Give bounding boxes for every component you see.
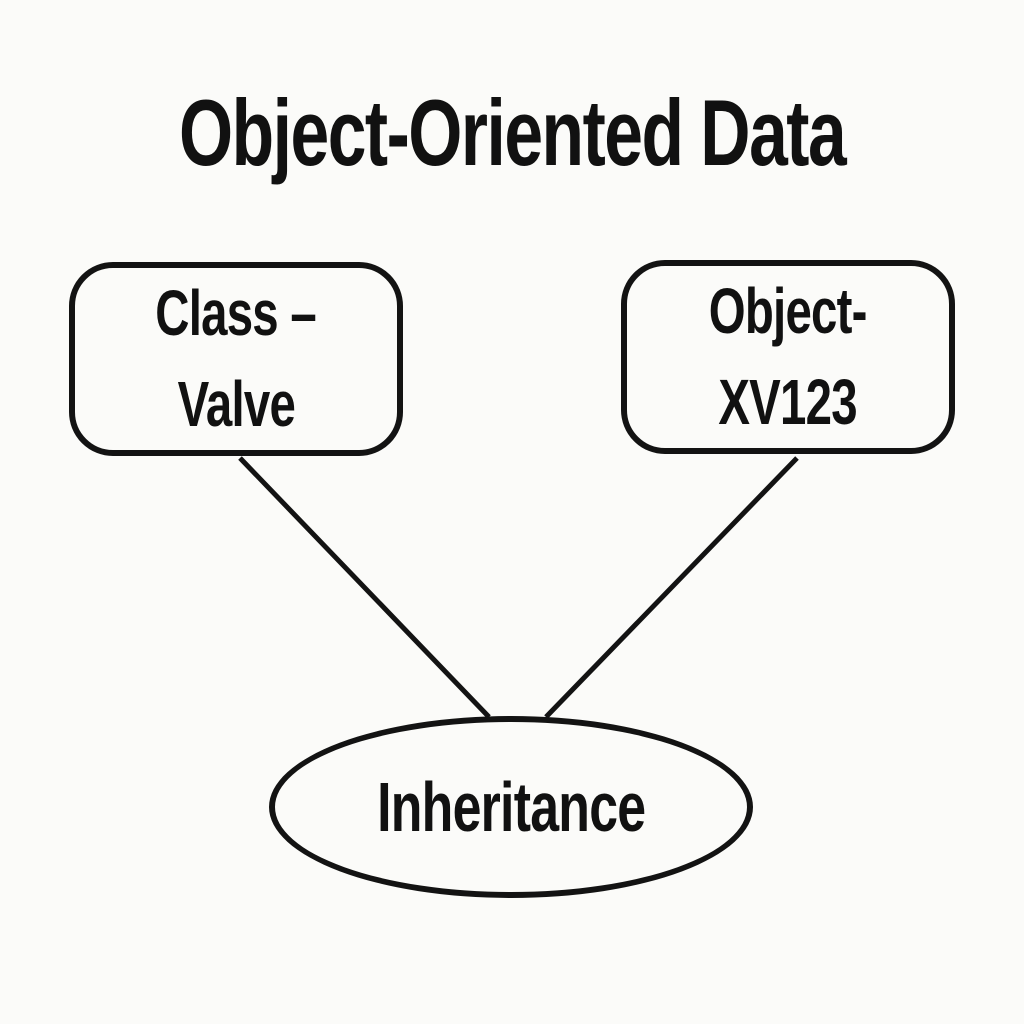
node-class-valve-line-1: Class – — [155, 277, 317, 350]
node-class-valve: Class – Valve — [69, 262, 403, 456]
node-object-xv123-line-2: XV123 — [718, 366, 858, 438]
node-inheritance: Inheritance — [269, 716, 753, 898]
node-class-valve-line-2: Valve — [177, 368, 295, 440]
node-inheritance-label: Inheritance — [376, 767, 646, 846]
edge-object-xv123-to-inheritance — [544, 456, 799, 719]
node-object-xv123: Object- XV123 — [621, 260, 955, 454]
diagram-title-text: Object-Oriented Data — [178, 80, 847, 185]
node-object-xv123-line-1: Object- — [709, 275, 868, 348]
edge-class-valve-to-inheritance — [238, 456, 491, 719]
diagram-title: Object-Oriented Data — [0, 86, 1024, 180]
